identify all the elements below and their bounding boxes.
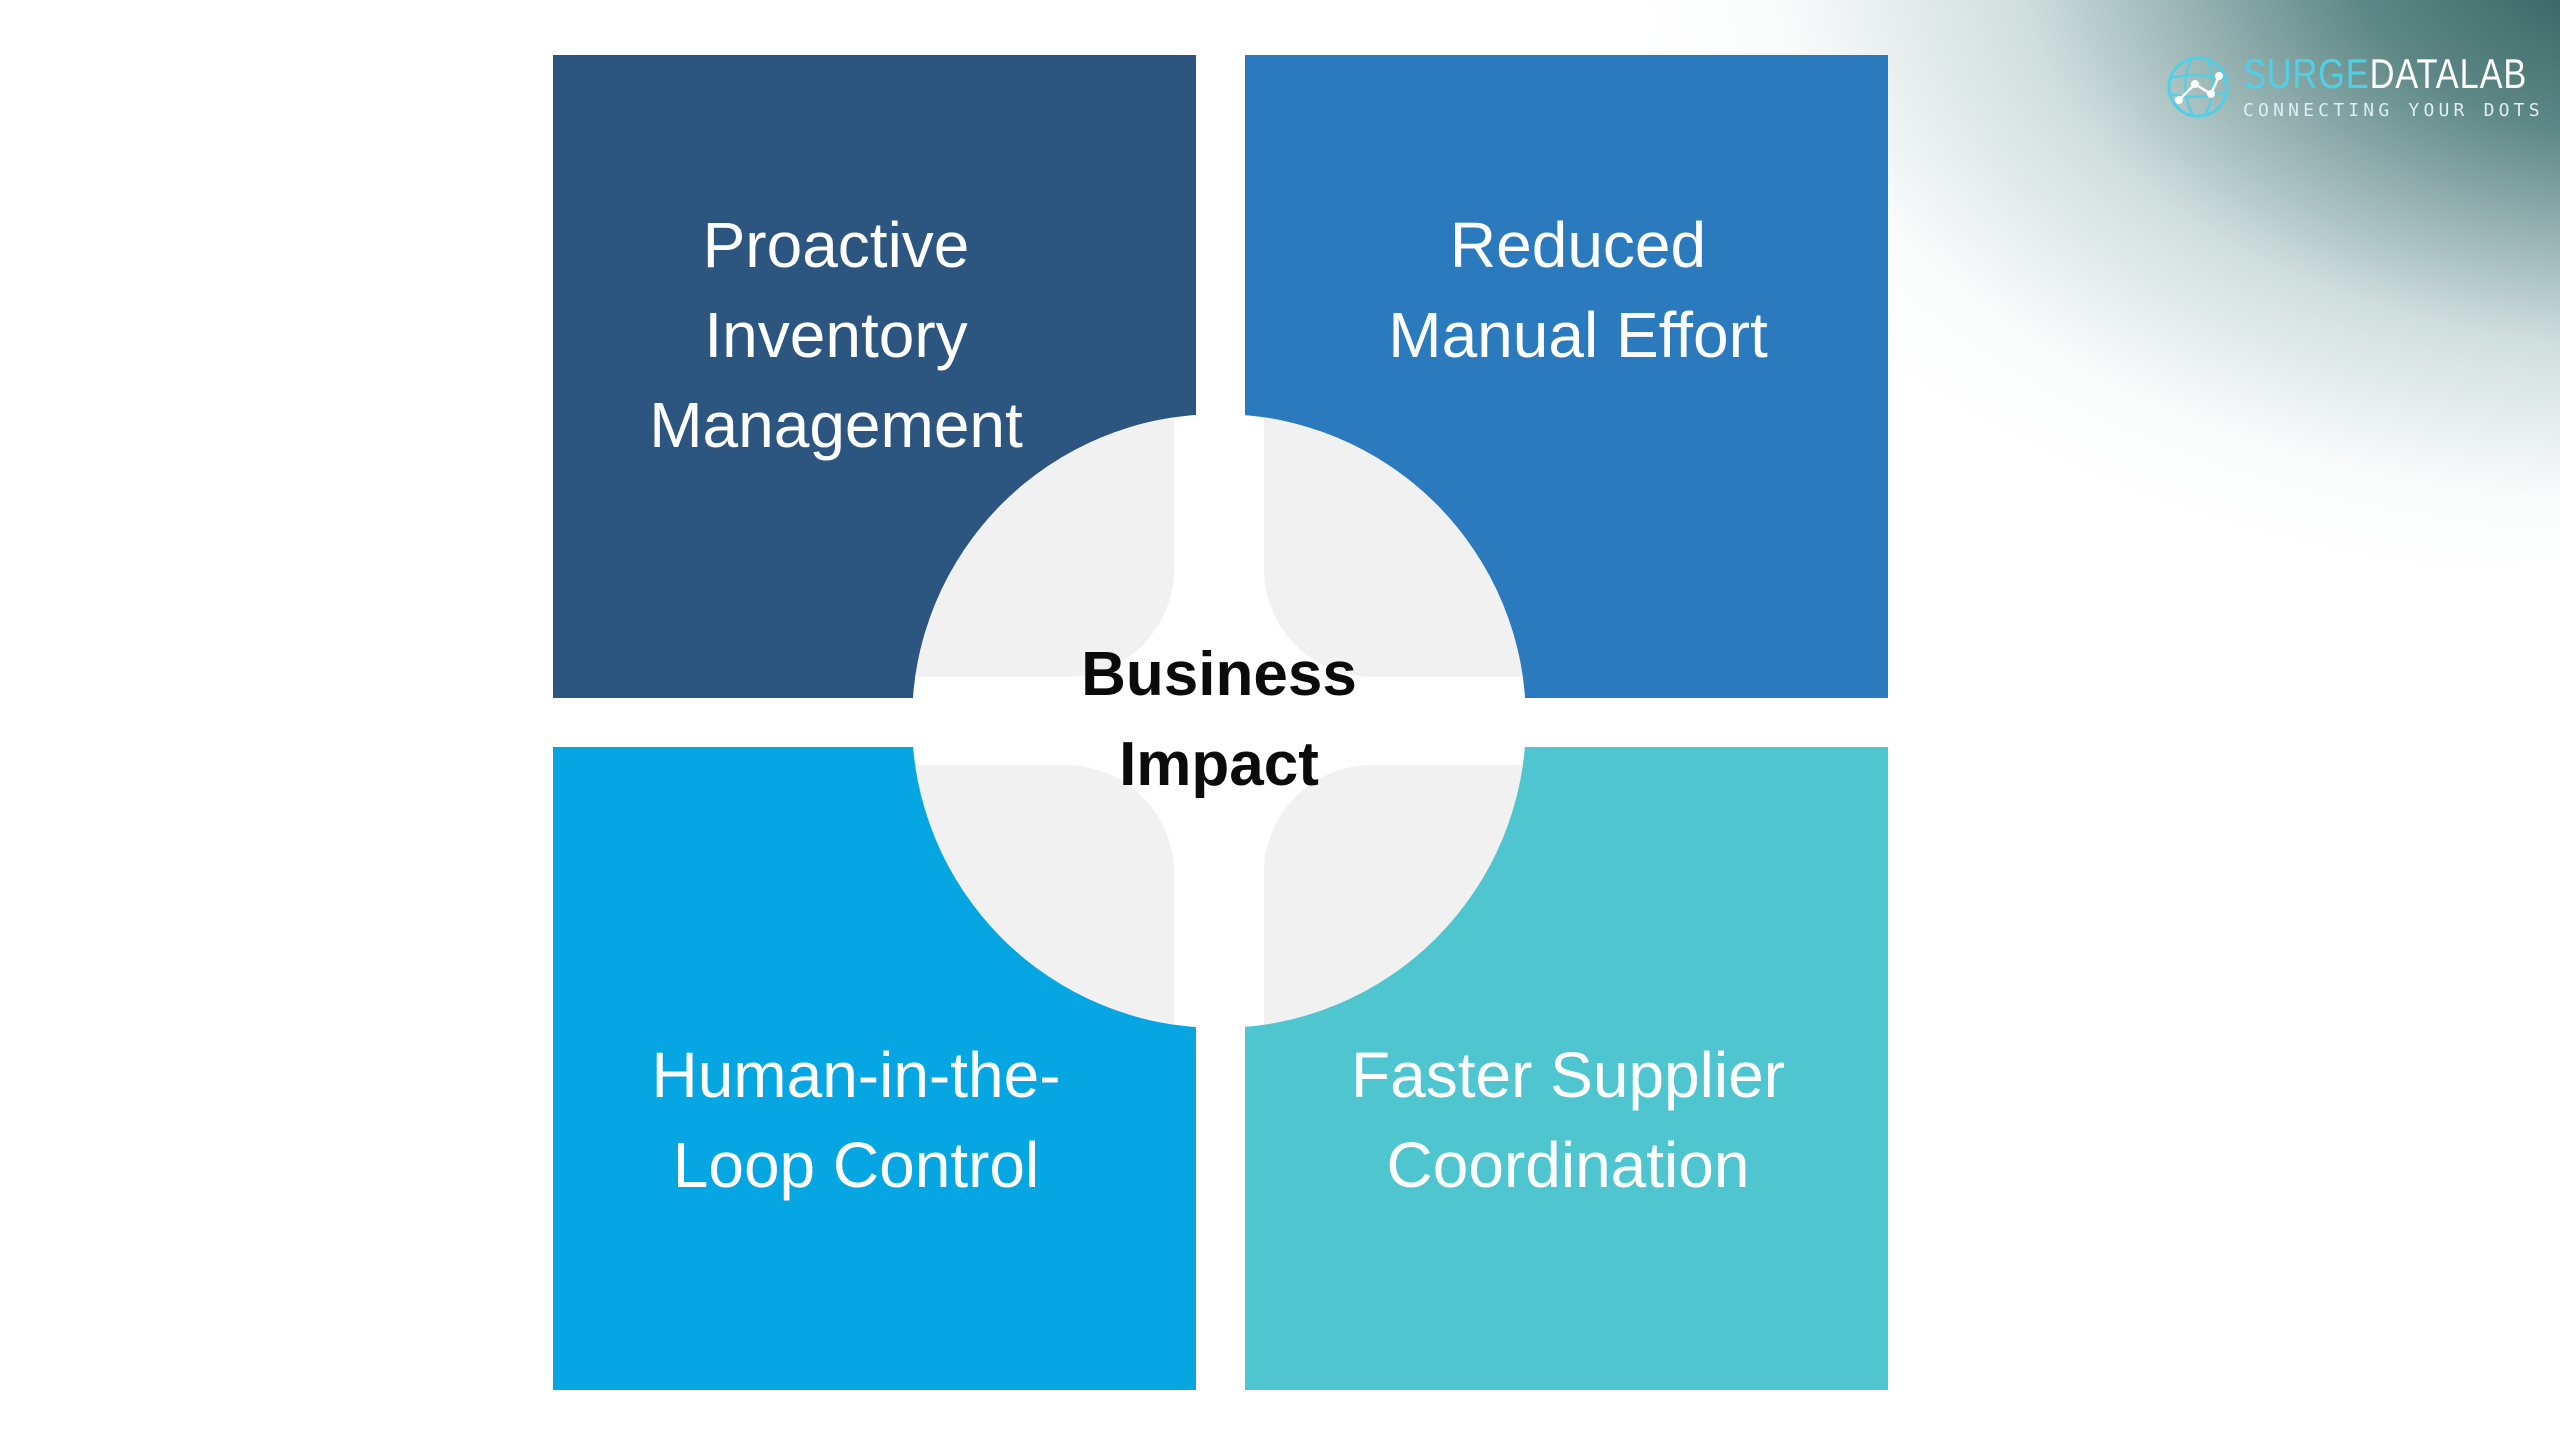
brand-logo: SURGEDATALAB CONNECTING YOUR DOTS xyxy=(2165,50,2540,130)
center-hub-circle xyxy=(912,414,1526,1028)
brand-name-part1: SURGE xyxy=(2243,50,2370,97)
quadrant-label-proactive-inventory: Proactive Inventory Management xyxy=(649,209,1023,461)
brand-name-part2: DATALAB xyxy=(2369,50,2528,97)
quadrant-label-reduced-manual-effort: Reduced Manual Effort xyxy=(1388,209,1768,371)
quadrant-label-faster-supplier: Faster Supplier Coordination xyxy=(1351,1039,1785,1201)
brand-name: SURGEDATALAB xyxy=(2243,50,2527,98)
globe-network-icon xyxy=(2167,56,2229,118)
quadrant-label-human-in-the-loop: Human-in-the- Loop Control xyxy=(651,1039,1061,1201)
brand-tagline: CONNECTING YOUR DOTS xyxy=(2243,100,2544,121)
center-title: Business Impact xyxy=(1081,640,1357,799)
